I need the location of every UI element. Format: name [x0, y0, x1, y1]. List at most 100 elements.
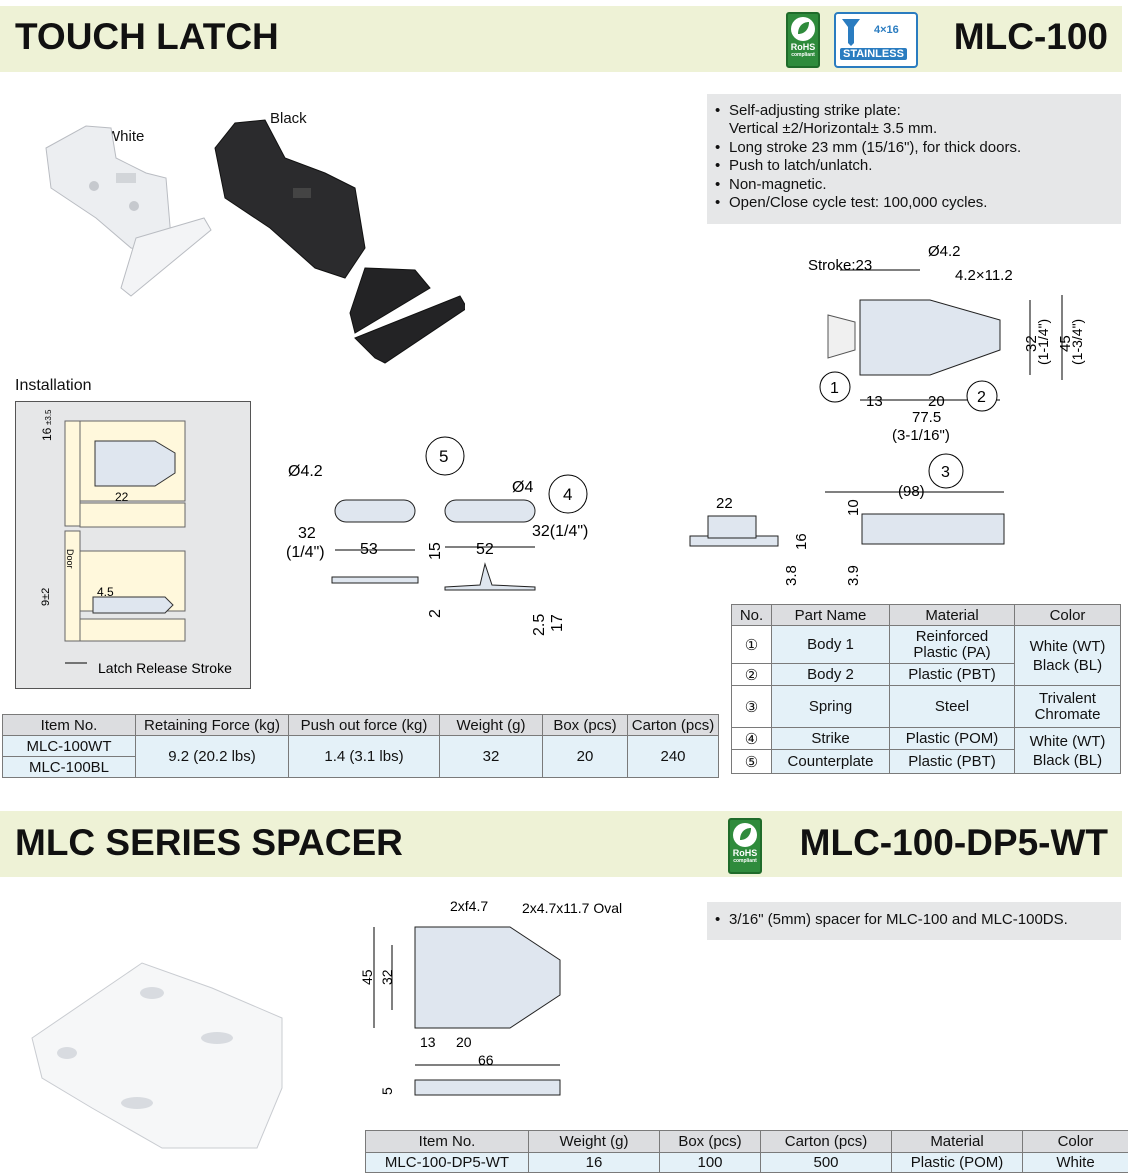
rohs-label: RoHS — [790, 42, 816, 52]
install-release-label: Latch Release Stroke — [98, 660, 232, 676]
spacer-cell: 16 — [528, 1152, 660, 1173]
install-dim-9: 9±2 — [40, 588, 52, 606]
part-material: Plastic (PBT) — [889, 749, 1015, 774]
stainless-size: 4×16 — [874, 24, 899, 36]
section-title: TOUCH LATCH — [15, 16, 279, 57]
counter-dim-17: 17 — [549, 614, 566, 632]
spacer-header-carton: Carton (pcs) — [760, 1130, 892, 1153]
section-header-spacer — [0, 811, 1122, 877]
spacer-dim-13: 13 — [420, 1034, 436, 1050]
counterplate-dimension-drawing: Ø4 32(1/4") 52 2.5 17 4 — [444, 474, 588, 636]
spacer-dim-45: 45 — [360, 969, 375, 985]
callout-3: 3 — [941, 464, 950, 481]
part-no: ③ — [731, 685, 772, 728]
rohs-sublabel: compliant — [733, 858, 757, 864]
spacer-table: Item No. Weight (g) Box (pcs) Carton (pc… — [365, 1130, 1128, 1173]
spacer-dim-oval: 2x4.7x11.7 Oval — [522, 900, 622, 916]
main-dim-32: 32 — [1023, 335, 1040, 352]
main-dim-32-in: (1-1/4") — [1035, 319, 1051, 365]
part-no: ④ — [731, 727, 772, 750]
rohs-label: RoHS — [732, 848, 758, 858]
callout-5: 5 — [439, 447, 448, 466]
feature-item: Non-magnetic. — [715, 176, 1121, 195]
main-dim-hole: Ø4.2 — [928, 243, 961, 260]
spec-header-weight: Weight (g) — [439, 714, 543, 736]
spec-header-retaining: Retaining Force (kg) — [135, 714, 289, 736]
feature-item: Self-adjusting strike plate:Vertical ±2/… — [715, 102, 1121, 139]
screw-icon — [842, 19, 860, 46]
spacer-header-item: Item No. — [365, 1130, 529, 1153]
main-dim-45-in: (1-3/4") — [1069, 319, 1085, 365]
leaf-icon — [791, 17, 815, 41]
feature-list: Self-adjusting strike plate:Vertical ±2/… — [707, 94, 1121, 224]
strike-dim-15: 15 — [427, 542, 444, 560]
model-number: MLC-100 — [953, 16, 1108, 57]
spacer-cell: 500 — [760, 1152, 892, 1173]
parts-header-material: Material — [889, 604, 1015, 626]
spacer-dim-hole: 2xf4.7 — [450, 898, 488, 914]
spacer-header-color: Color — [1022, 1130, 1128, 1153]
feature-item: Push to latch/unlatch. — [715, 157, 1121, 176]
installation-diagram: 16 ±3.5 22 Door 9±2 4.5 Latch Release St… — [15, 401, 251, 689]
part-name: Body 2 — [771, 663, 890, 686]
part-color: White (WT) Black (BL) — [1014, 625, 1121, 686]
side-dim-39: 3.9 — [845, 565, 862, 586]
spec-box: 20 — [542, 735, 628, 778]
part-no: ⑤ — [731, 749, 772, 774]
parts-header-color: Color — [1014, 604, 1121, 626]
main-dim-20: 20 — [928, 393, 945, 410]
part-name: Counterplate — [771, 749, 890, 774]
counter-dim-32: 32(1/4") — [532, 523, 588, 540]
spec-header-carton: Carton (pcs) — [627, 714, 719, 736]
side-dim-22: 22 — [716, 495, 733, 512]
main-dim-45: 45 — [1057, 335, 1074, 352]
main-dim-775: 77.5 — [912, 409, 941, 426]
part-color: White (WT) Black (BL) — [1014, 727, 1121, 774]
section-title: MLC SERIES SPACER — [15, 822, 403, 863]
part-name: Strike — [771, 727, 890, 750]
install-door-label: Door — [65, 549, 75, 569]
callout-2: 2 — [977, 389, 986, 406]
part-material: Plastic (PBT) — [889, 663, 1015, 686]
side-view-drawing: 22 16 3.8 3.9 10 (98) 3 — [689, 453, 1005, 586]
leaf-icon — [733, 823, 757, 847]
part-no: ② — [731, 663, 772, 686]
rohs-sublabel: compliant — [791, 52, 815, 58]
strike-dim-hole: Ø4.2 — [288, 463, 323, 480]
spec-header-item: Item No. — [2, 714, 136, 736]
counter-dim-52: 52 — [476, 541, 494, 558]
strike-dim-32-in: (1/4") — [286, 544, 325, 561]
spacer-cell: 100 — [659, 1152, 761, 1173]
spacer-dim-20: 20 — [456, 1034, 472, 1050]
photo-label-black: Black — [270, 110, 307, 127]
rohs-badge: RoHS compliant — [786, 12, 820, 68]
parts-header-no: No. — [731, 604, 772, 626]
main-dim-13: 13 — [866, 393, 883, 410]
section-header-touch-latch — [0, 6, 1122, 72]
main-dim-oval: 4.2×11.2 — [955, 267, 1013, 284]
install-dim-tol: ±3.5 — [44, 409, 53, 425]
feature-list: 3/16" (5mm) spacer for MLC-100 and MLC-1… — [707, 902, 1121, 940]
installation-label: Installation — [15, 377, 92, 394]
spacer-header-box: Box (pcs) — [659, 1130, 761, 1153]
part-no: ① — [731, 625, 772, 664]
spacer-cell: White — [1022, 1152, 1128, 1173]
spec-carton: 240 — [627, 735, 719, 778]
strike-dim-53: 53 — [360, 541, 378, 558]
side-dim-98: (98) — [898, 483, 925, 500]
counter-dim-25: 2.5 — [531, 614, 548, 636]
latch-dimension-drawing: Stroke:23 Ø4.2 4.2×11.2 32 (1-1/4") 45 (… — [808, 243, 1085, 444]
install-dim-45: 4.5 — [97, 585, 114, 599]
side-dim-16: 16 — [793, 533, 810, 550]
feature-item: Long stroke 23 mm (15/16"), for thick do… — [715, 139, 1121, 158]
main-dim-775-in: (3-1/16") — [892, 427, 950, 444]
spacer-dim-66: 66 — [478, 1052, 494, 1068]
product-photo-black — [214, 119, 465, 364]
feature-item: 3/16" (5mm) spacer for MLC-100 and MLC-1… — [715, 911, 1121, 930]
spacer-photo — [31, 962, 283, 1149]
parts-table: No. Part Name Material Color ① Body 1 Re… — [731, 604, 1121, 774]
photo-label-white: White — [106, 128, 145, 145]
spec-weight: 32 — [439, 735, 543, 778]
spacer-dimension-drawing: 2xf4.7 2x4.7x11.7 Oval 45 32 13 20 66 5 — [360, 898, 622, 1096]
strike-dim-2: 2 — [427, 609, 444, 618]
